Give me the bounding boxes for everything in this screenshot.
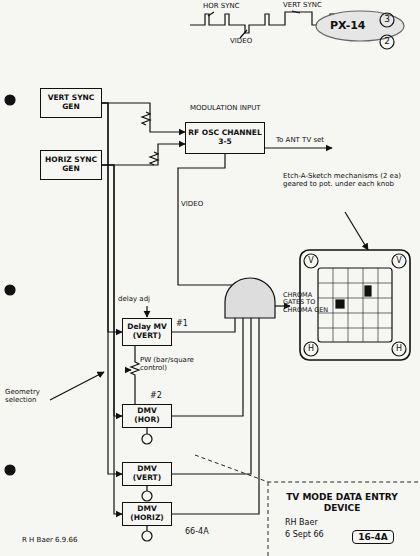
dashed-frame bbox=[195, 455, 420, 556]
stamp-circle bbox=[380, 13, 394, 27]
note-label: RH Baer bbox=[285, 518, 345, 527]
note-label: H bbox=[305, 344, 317, 353]
tv-set bbox=[300, 250, 410, 360]
note-label: VIDEO bbox=[181, 200, 221, 208]
screen-grid bbox=[318, 268, 392, 342]
note-label: R H Baer 6.9.66 bbox=[22, 536, 112, 544]
video-wire bbox=[178, 154, 232, 292]
process-box: VERT SYNC GEN bbox=[40, 88, 102, 118]
cursor-block bbox=[336, 300, 344, 308]
gate-input-wire bbox=[172, 318, 243, 416]
gate-input-wire bbox=[172, 318, 235, 332]
box-text: DMV (HORIZ) bbox=[125, 505, 169, 522]
box-text: VERT SYNC GEN bbox=[43, 94, 99, 111]
note-label: #2 bbox=[150, 391, 170, 400]
note-label: delay adj bbox=[118, 295, 168, 303]
process-box: Delay MV (VERT) bbox=[122, 318, 172, 346]
note-label: CHROMA GATES TO CHROMA GEN bbox=[283, 292, 333, 314]
wiper-arrow bbox=[125, 369, 131, 370]
diagram-title: TV MODE DATA ENTRY DEVICE bbox=[272, 492, 412, 514]
note-label: VERT SYNC bbox=[283, 1, 333, 9]
leader-line bbox=[208, 11, 300, 38]
leader-arrow bbox=[50, 372, 104, 400]
note-label: PX-14 bbox=[330, 20, 378, 33]
pot-lead bbox=[146, 526, 147, 531]
note-label: 6 Sept 66 bbox=[285, 530, 345, 539]
note-label: 2 bbox=[382, 36, 392, 46]
note-label: #1 bbox=[176, 319, 196, 328]
note-label: Etch-A-Sketch mechanisms (2 ea) geared t… bbox=[283, 172, 405, 188]
leader-arrow bbox=[345, 212, 368, 250]
note-label: V bbox=[393, 256, 405, 265]
note-label: HOR SYNC bbox=[203, 2, 253, 10]
knob bbox=[392, 254, 406, 268]
note-label: PW (bar/square control) bbox=[140, 356, 202, 372]
pot-lead bbox=[146, 428, 147, 434]
knob bbox=[304, 342, 318, 356]
note-label: To ANT TV set bbox=[276, 136, 336, 144]
binder-hole bbox=[5, 465, 15, 475]
pot-symbol bbox=[142, 491, 152, 501]
pot-lead bbox=[146, 486, 147, 491]
box-text: HORIZ SYNC GEN bbox=[43, 156, 99, 173]
and-gate-symbol bbox=[225, 278, 275, 318]
pot-symbol bbox=[142, 434, 152, 444]
box-text: DMV (HOR) bbox=[125, 407, 169, 424]
note-label: V bbox=[305, 256, 317, 265]
note-label: H bbox=[393, 344, 405, 353]
process-box: DMV (VERT) bbox=[122, 462, 172, 486]
signal-wire bbox=[102, 165, 122, 416]
box-text: Delay MV (VERT) bbox=[125, 323, 169, 340]
knob bbox=[392, 342, 406, 356]
resistor-symbol bbox=[150, 152, 158, 165]
gate-input-wire bbox=[172, 318, 251, 474]
resistor-symbol bbox=[142, 112, 150, 125]
note-label: VIDEO bbox=[230, 37, 270, 45]
box-text: DMV (VERT) bbox=[125, 465, 169, 482]
box-text: RF OSC CHANNEL 3-5 bbox=[188, 129, 262, 146]
process-box: DMV (HORIZ) bbox=[122, 502, 172, 526]
pot-symbol bbox=[142, 531, 152, 541]
output-arrow bbox=[265, 147, 332, 148]
gate-input-wire bbox=[172, 318, 259, 514]
signal-wire bbox=[102, 144, 185, 165]
binder-hole bbox=[5, 285, 15, 295]
process-box: HORIZ SYNC GEN bbox=[40, 150, 102, 180]
note-label: 16-4A bbox=[352, 530, 394, 544]
process-box: DMV (HOR) bbox=[122, 404, 172, 428]
cursor-block bbox=[365, 286, 371, 296]
signal-wire bbox=[102, 165, 122, 514]
signal-wire bbox=[102, 103, 185, 132]
note-label: MODULATION INPUT bbox=[190, 104, 270, 112]
knob bbox=[304, 254, 318, 268]
pot-symbol bbox=[131, 346, 139, 404]
tv-screen bbox=[318, 268, 392, 342]
binder-hole bbox=[5, 95, 15, 105]
stamp-circle bbox=[380, 35, 394, 49]
note-label: 66-4A bbox=[185, 527, 230, 536]
note-label: 3 bbox=[382, 14, 392, 24]
process-box: RF OSC CHANNEL 3-5 bbox=[185, 122, 265, 154]
adjust-arrow bbox=[146, 306, 147, 317]
note-label: Geometry selection bbox=[5, 388, 60, 404]
signal-wire bbox=[102, 103, 122, 474]
